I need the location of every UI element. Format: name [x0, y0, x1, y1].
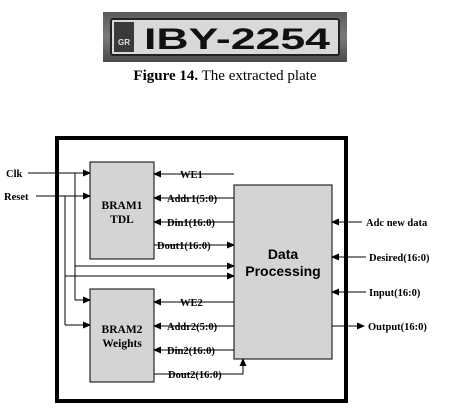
desired-label: Desired(16:0) [369, 253, 430, 264]
input-label: Input(16:0) [369, 288, 421, 299]
din1-label: Din1(16:0) [167, 218, 215, 229]
processing-subtitle: Processing [245, 263, 320, 279]
addr2-label: Addr2(5:0) [167, 322, 218, 333]
bram1-subtitle: TDL [110, 214, 134, 226]
bram1-title: BRAM1 [102, 200, 143, 212]
we2-label: WE2 [180, 298, 203, 309]
adc-new-data-label: Adc new data [366, 218, 428, 229]
clk-label: Clk [6, 169, 23, 180]
reset-label: Reset [4, 192, 29, 203]
output-label: Output(16:0) [368, 322, 427, 333]
din2-label: Din2(16:0) [167, 346, 215, 357]
bram2-subtitle: Weights [102, 338, 142, 350]
processing-title: Data [268, 246, 299, 262]
we1-label: WE1 [180, 170, 203, 181]
addr1-label: Addr1(5:0) [167, 194, 218, 205]
dout2-label: Dout2(16:0) [168, 370, 222, 381]
bram2-title: BRAM2 [102, 324, 143, 336]
dout1-label: Dout1(16:0) [157, 241, 211, 252]
